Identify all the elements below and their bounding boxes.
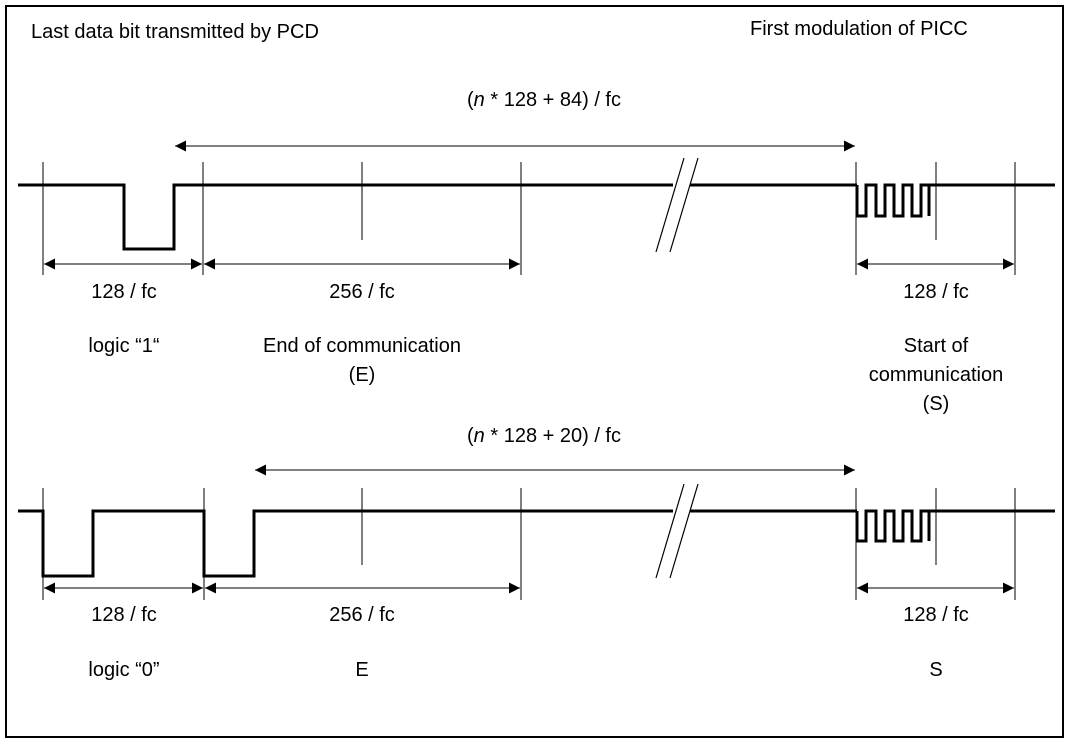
top-total-span-label: (n * 128 + 84) / fc xyxy=(467,86,621,114)
top-tick-marks xyxy=(42,162,1016,275)
top-bit-label: logic “1“ xyxy=(88,335,160,357)
diagram-frame xyxy=(5,5,1064,738)
top-signal-waveform xyxy=(18,183,673,251)
top-end-duration-label: 256 / fc xyxy=(329,281,395,303)
top-span-suffix: * 128 + 84) / fc xyxy=(484,89,621,111)
top-start-duration-label: 128 / fc xyxy=(903,281,969,303)
bottom-start-duration-label: 128 / fc xyxy=(903,604,969,626)
bottom-timing-row xyxy=(18,464,1055,600)
bottom-end-duration-label: 256 / fc xyxy=(329,604,395,626)
top-break-mark xyxy=(655,157,699,253)
top-start-of-communication-label: Start of communication (S) xyxy=(868,335,1004,415)
bottom-end-label: E xyxy=(355,659,369,681)
top-span-variable: n xyxy=(473,89,485,111)
bottom-picc-subcarrier xyxy=(855,509,1055,543)
bottom-signal-waveform xyxy=(18,509,673,578)
bottom-break-mark xyxy=(655,483,699,579)
bottom-span-suffix: * 128 + 20) / fc xyxy=(484,425,621,447)
top-end-of-communication-label: End of communication (E) xyxy=(263,335,461,386)
top-bit-duration-label: 128 / fc xyxy=(91,281,157,303)
pcd-last-bit-caption: Last data bit transmitted by PCD xyxy=(31,21,319,43)
bottom-bit-duration-label: 128 / fc xyxy=(91,604,157,626)
bottom-start-label: S xyxy=(929,659,943,681)
bottom-span-prefix: ( xyxy=(467,425,474,447)
bottom-span-variable: n xyxy=(473,425,485,447)
top-timing-row xyxy=(18,140,1055,275)
picc-first-modulation-caption: First modulation of PICC xyxy=(750,18,968,40)
top-picc-subcarrier xyxy=(855,183,1055,218)
bottom-total-span-label: (n * 128 + 20) / fc xyxy=(467,422,621,450)
bottom-tick-marks xyxy=(42,488,1016,600)
top-span-prefix: ( xyxy=(467,89,474,111)
bottom-bit-label: logic “0” xyxy=(88,659,160,681)
